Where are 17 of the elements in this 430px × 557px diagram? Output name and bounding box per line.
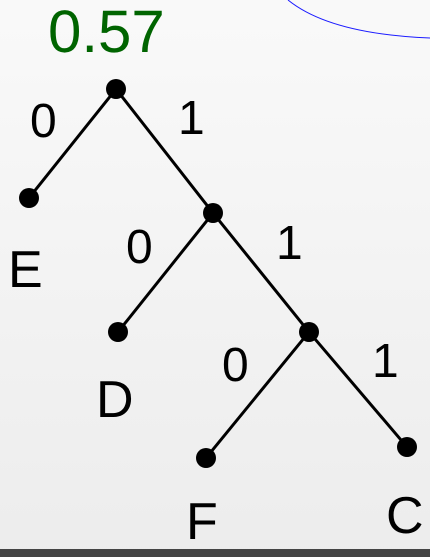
edge-label: 1 — [372, 338, 399, 386]
tree-branch — [210, 337, 306, 453]
tree-branch — [122, 218, 210, 327]
symbol-label: F — [186, 496, 218, 548]
edge-label: 0 — [222, 342, 249, 390]
edge-label: 0 — [30, 98, 57, 146]
edge-label: 1 — [178, 95, 205, 143]
symbol-label: E — [8, 244, 43, 296]
probability-label: 0.57 — [48, 2, 165, 62]
tree-branch — [216, 218, 306, 327]
tree-branch — [120, 94, 210, 208]
symbol-label: C — [386, 490, 424, 542]
tree-branch — [32, 94, 112, 193]
symbol-label: D — [96, 374, 134, 426]
edge-label: 0 — [126, 224, 153, 272]
edge-label: 1 — [276, 220, 303, 268]
tree-branch — [313, 337, 403, 442]
